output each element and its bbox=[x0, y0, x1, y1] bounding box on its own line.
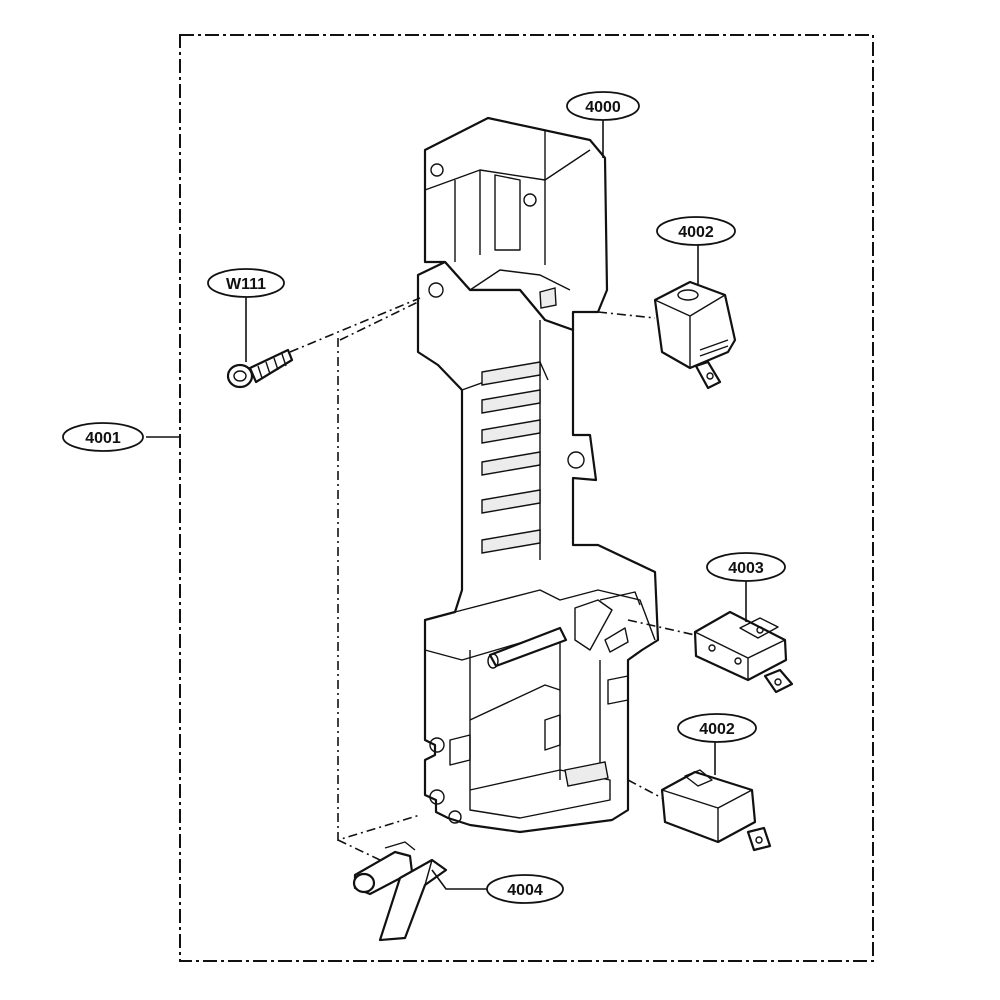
callout-4002-top: 4002 bbox=[656, 216, 736, 246]
screw-W111 bbox=[226, 348, 294, 389]
lever-4004 bbox=[352, 841, 448, 942]
callout-label-4002-bottom: 4002 bbox=[699, 721, 735, 738]
micro-switch-4002-top bbox=[653, 280, 737, 390]
callout-4001: 4001 bbox=[62, 422, 144, 452]
callout-label-4004: 4004 bbox=[507, 882, 543, 899]
callout-label-4000: 4000 bbox=[585, 99, 621, 116]
assembly-frame bbox=[179, 34, 874, 962]
micro-switch-4002-bottom bbox=[660, 769, 772, 852]
latch-board-4000 bbox=[416, 116, 660, 834]
callout-4000: 4000 bbox=[566, 91, 640, 121]
callout-label-4002-top: 4002 bbox=[678, 224, 714, 241]
callout-label-4003: 4003 bbox=[728, 560, 764, 577]
callout-label-W111: W111 bbox=[226, 276, 266, 293]
callout-4002-bottom: 4002 bbox=[677, 713, 757, 743]
callout-label-4001: 4001 bbox=[85, 430, 121, 447]
callout-4004: 4004 bbox=[486, 874, 564, 904]
micro-switch-4003 bbox=[693, 610, 794, 694]
callout-4003: 4003 bbox=[706, 552, 786, 582]
callout-W111: W111 bbox=[207, 268, 285, 298]
